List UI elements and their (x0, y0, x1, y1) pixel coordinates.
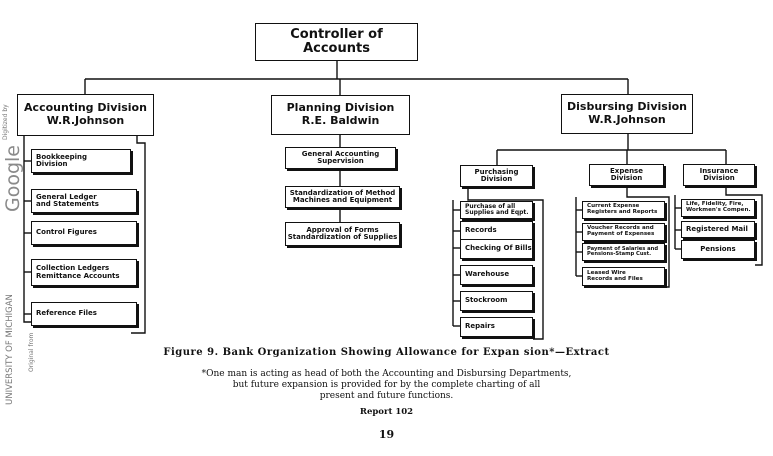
figure-caption-note-line: present and future functions. (319, 391, 454, 401)
expense-child-label: Voucher Records and Payment of Expenses (587, 225, 655, 237)
planning-division-box: Planning Division R.E. Baldwin (271, 95, 410, 135)
accounting-child-label: Reference Files (36, 309, 97, 318)
figure-caption-note-line: *One man is acting as head of both the A… (201, 369, 572, 379)
accounting-child-box: Reference Files (31, 302, 137, 326)
expense-division-box: Expense Division (589, 164, 664, 186)
purchasing-child-box: Stockroom (460, 291, 533, 311)
purchasing-child-box: Warehouse (460, 265, 533, 285)
figure-caption-title: Figure 9. Bank Organization Showing Allo… (163, 347, 610, 358)
report-number: Report 102 (359, 407, 414, 417)
planning-child-label: Approval of Forms Standardization of Sup… (287, 225, 398, 241)
insurance-child-box: Life, Fidelity, Fire, Workmen's Compen. (681, 199, 755, 217)
original-from-text: Original from (28, 332, 35, 372)
insurance-child-box: Pensions (681, 240, 755, 259)
planning-division-label: Planning Division R.E. Baldwin (286, 101, 395, 127)
expense-child-label: Current Expense Registers and Reports (587, 203, 658, 215)
accounting-division-label: Accounting Division W.R.Johnson (24, 101, 147, 127)
disbursing-division-label: Disbursing Division W.R.Johnson (567, 100, 687, 126)
planning-child-box: Standardization of Method Machines and E… (285, 186, 400, 208)
expense-child-label: Payment of Salaries and Pensions-Stamp C… (587, 245, 659, 257)
expense-child-box: Current Expense Registers and Reports (582, 201, 665, 219)
digitized-by-text: Digitized by (2, 104, 9, 140)
purchasing-child-label: Repairs (465, 322, 495, 331)
accounting-child-box: Bookkeeping Division (31, 149, 131, 173)
planning-child-label: Standardization of Method Machines and E… (289, 188, 396, 204)
planning-child-box: Approval of Forms Standardization of Sup… (285, 222, 400, 246)
purchasing-child-box: Checking Of Bills (460, 239, 533, 259)
purchasing-division-label: Purchasing Division (474, 167, 519, 183)
purchasing-child-box: Records (460, 221, 533, 241)
accounting-child-label: General Ledger and Statements (36, 192, 99, 208)
insurance-child-label: Life, Fidelity, Fire, Workmen's Compen. (686, 201, 751, 213)
purchasing-child-label: Records (465, 226, 497, 235)
insurance-child-box: Registered Mail (681, 221, 755, 238)
insurance-division-box: Insurance Division (683, 164, 755, 186)
controller-of-accounts-label: Controller of Accounts (290, 27, 383, 56)
google-watermark: Google (2, 144, 24, 212)
purchasing-child-label: Checking Of Bills (465, 244, 532, 253)
controller-of-accounts-box: Controller of Accounts (255, 23, 418, 61)
accounting-child-label: Control Figures (36, 228, 97, 237)
expense-child-box: Leased Wire Records and Files (582, 267, 665, 286)
insurance-division-label: Insurance Division (699, 166, 739, 182)
insurance-child-label: Registered Mail (686, 224, 748, 233)
purchasing-child-box: Purchase of all Supplies and Eqpt. (460, 201, 533, 219)
planning-child-box: General Accounting Supervision (285, 147, 396, 169)
purchasing-child-label: Stockroom (465, 296, 508, 305)
accounting-division-box: Accounting Division W.R.Johnson (17, 94, 154, 136)
expense-child-box: Payment of Salaries and Pensions-Stamp C… (582, 243, 665, 261)
expense-division-label: Expense Division (610, 166, 643, 182)
insurance-child-label: Pensions (700, 244, 736, 253)
purchasing-division-box: Purchasing Division (460, 165, 533, 187)
expense-child-box: Voucher Records and Payment of Expenses (582, 223, 665, 241)
accounting-child-box: Control Figures (31, 221, 137, 245)
university-of-michigan-text: UNIVERSITY OF MICHIGAN (5, 294, 15, 405)
accounting-child-box: General Ledger and Statements (31, 189, 137, 213)
disbursing-division-box: Disbursing Division W.R.Johnson (561, 94, 693, 134)
accounting-child-label: Bookkeeping Division (36, 152, 87, 168)
purchasing-child-label: Warehouse (465, 270, 510, 279)
planning-child-label: General Accounting Supervision (301, 149, 380, 165)
accounting-child-label: Collection Ledgers Remittance Accounts (36, 264, 120, 280)
expense-child-label: Leased Wire Records and Files (587, 269, 643, 282)
page-number: 19 (378, 428, 395, 441)
accounting-child-box: Collection Ledgers Remittance Accounts (31, 259, 137, 286)
purchasing-child-label: Purchase of all Supplies and Eqpt. (465, 202, 529, 216)
figure-caption-note-line: but future expansion is provided for by … (232, 380, 541, 390)
purchasing-child-box: Repairs (460, 317, 533, 337)
